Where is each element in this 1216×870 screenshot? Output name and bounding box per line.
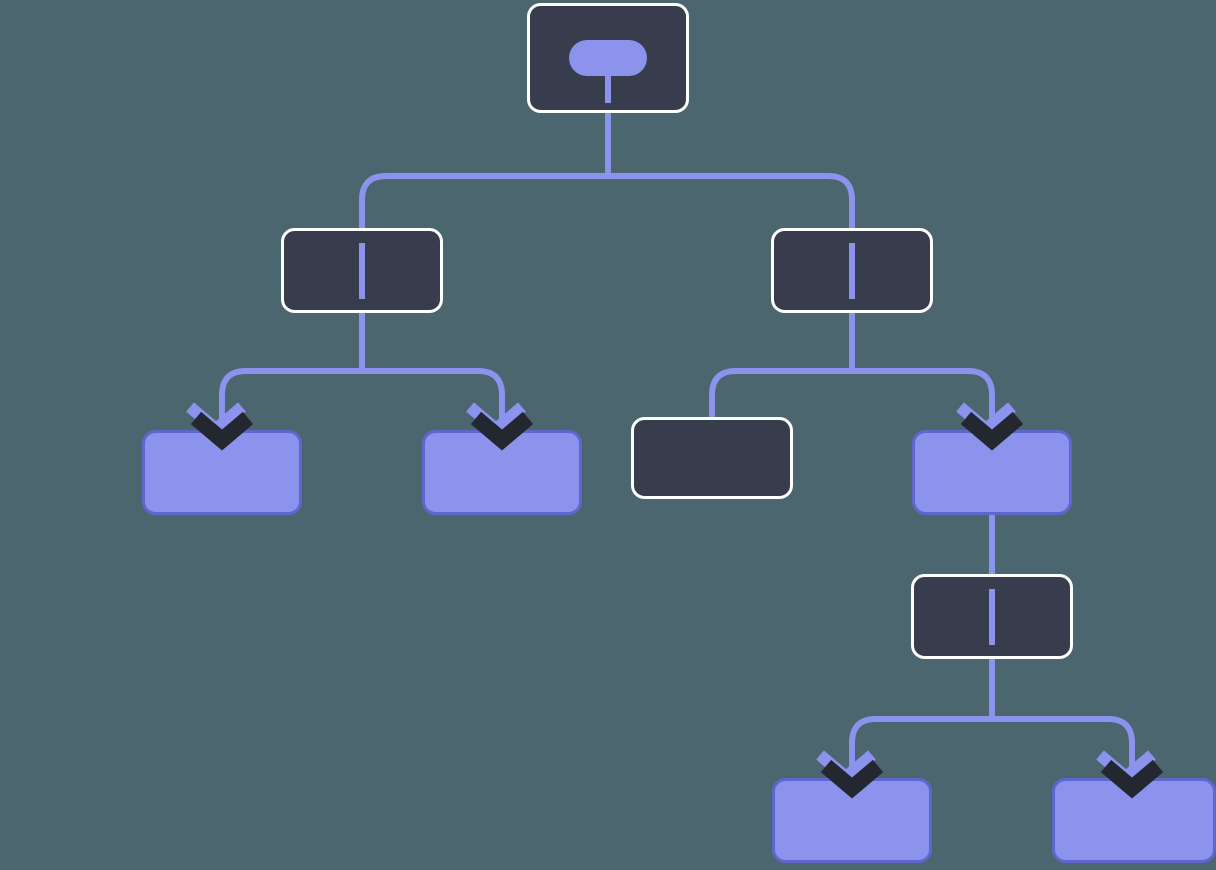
connector-level3-to-leaf-left (849, 716, 992, 780)
arrow-chevron-front (190, 411, 254, 451)
arrow-chevron-front (960, 411, 1024, 451)
arrow-chevron-front (1100, 759, 1164, 799)
connector-level3-to-leaf-right (992, 716, 1135, 780)
level1-right-node[interactable] (771, 228, 933, 313)
node-body[interactable] (631, 417, 793, 499)
node-layer (142, 3, 1216, 863)
root-node[interactable] (527, 3, 689, 113)
arrowhead-layer (186, 402, 1164, 799)
arrowhead-leaf-left (816, 750, 884, 799)
connector-level1-left-to-leaf-a (219, 368, 362, 432)
vertical-bar-glyph (989, 589, 995, 645)
arrowhead-leaf-right (1096, 750, 1164, 799)
arrowhead-branch (956, 402, 1024, 451)
level1-left-node[interactable] (281, 228, 443, 313)
connector-root-to-level1-left (359, 173, 608, 228)
connector-level1-right-to-branch (852, 368, 995, 432)
level3-dark-node[interactable] (911, 574, 1073, 659)
pill-glyph (569, 40, 647, 76)
connector-level1-left-to-leaf-b (362, 368, 505, 432)
level2-dark-leaf-node[interactable] (631, 417, 793, 499)
connector-root-to-level1-right (608, 173, 855, 228)
arrowhead-leaf-b (466, 402, 534, 451)
arrow-chevron-front (470, 411, 534, 451)
arrow-chevron-front (820, 759, 884, 799)
connector-level1-right-to-dark-leaf (709, 368, 852, 419)
arrowhead-leaf-a (186, 402, 254, 451)
pill-stem-glyph (605, 74, 611, 103)
vertical-bar-glyph (849, 243, 855, 299)
vertical-bar-glyph (359, 243, 365, 299)
